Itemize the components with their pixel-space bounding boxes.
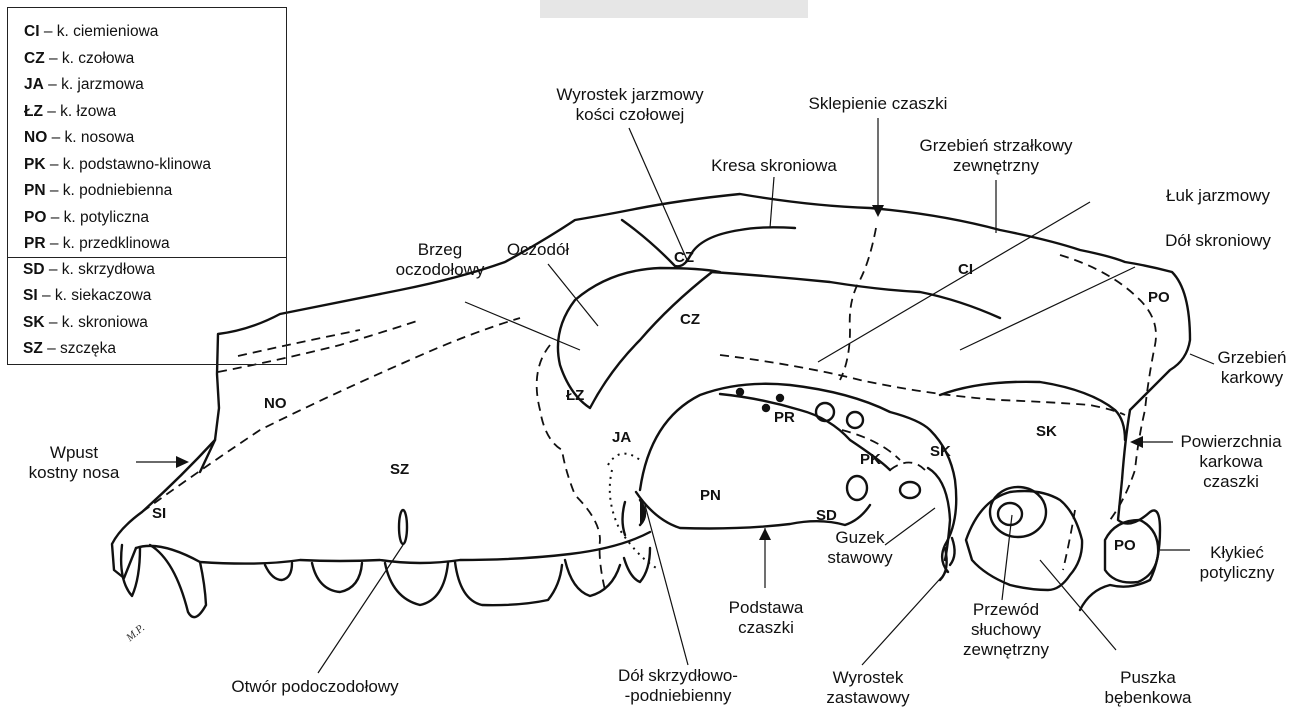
legend-item: PO – k. potyliczna	[24, 209, 149, 227]
premolar-3	[385, 563, 448, 605]
leader-dol-skroniowy	[960, 267, 1135, 350]
bone-si: SI	[152, 506, 166, 522]
skull-outline	[200, 194, 1190, 610]
canine-tooth	[150, 545, 206, 617]
bone-pn: PN	[700, 488, 721, 504]
label-kresa: Kresa skroniowa	[686, 156, 862, 176]
legend-item: CZ – k. czołowa	[24, 50, 134, 68]
legend-item: NO – k. nosowa	[24, 129, 134, 147]
molar-2	[624, 548, 650, 582]
label-dol-skroniowy: Dół skroniowy	[1148, 231, 1288, 251]
carnassial	[455, 562, 562, 605]
bone-lz: ŁZ	[566, 388, 584, 404]
bone-cz-main: CZ	[680, 312, 700, 328]
premolar-2	[312, 563, 362, 592]
bulla-outline	[966, 491, 1082, 590]
zygomatic-process	[622, 220, 795, 266]
legend-item: CI – k. ciemieniowa	[24, 23, 158, 41]
legend-item: PK – k. podstawno-klinowa	[24, 156, 211, 174]
label-dol-skrz: Dół skrzydłowo--podniebienny	[583, 666, 773, 706]
label-puszka: Puszkabębenkowa	[1092, 668, 1204, 708]
fossa-loop	[623, 502, 626, 535]
leader-wyrostek-jarzmowy	[629, 128, 688, 262]
premolar-1	[265, 563, 292, 580]
leader-przewod	[1002, 515, 1012, 600]
bone-po-bottom: PO	[1114, 538, 1136, 554]
label-luk: Łuk jarzmowy	[1148, 186, 1288, 206]
leader-wyrostek-zast	[862, 570, 948, 665]
legend-item: PN – k. podniebienna	[24, 182, 172, 200]
bone-pr: PR	[774, 410, 795, 426]
temporal-lower-suture	[1063, 510, 1075, 570]
label-otwor: Otwór podoczodołowy	[195, 677, 435, 697]
arrow-podstawa	[759, 528, 771, 540]
leader-kresa	[770, 177, 774, 228]
bone-pk: PK	[860, 452, 881, 468]
bone-po-top: PO	[1148, 290, 1170, 306]
legend-item: PR – k. przedklinowa	[24, 235, 170, 253]
bone-sk-right: SK	[1036, 424, 1057, 440]
label-oczodol: Oczodół	[478, 240, 598, 260]
bone-no: NO	[264, 396, 287, 412]
arrow-sklepienie	[872, 205, 884, 217]
acoustic-meatus	[998, 503, 1022, 525]
occipital-suture	[1060, 255, 1156, 520]
bone-cz-small: CZ	[674, 250, 694, 266]
arrow-wpust	[176, 456, 189, 468]
articular-tubercle	[928, 468, 950, 560]
bone-ja: JA	[612, 430, 631, 446]
legend-box-lower	[7, 258, 287, 365]
bone-sz: SZ	[390, 462, 409, 478]
infraorbital-foramen	[399, 510, 407, 544]
bone-sk-left: SK	[930, 444, 951, 460]
artist-signature: M.P.	[123, 622, 147, 645]
legend-item: ŁZ – k. łzowa	[24, 103, 116, 121]
molar	[565, 560, 620, 596]
arrow-powierzchnia	[1130, 436, 1143, 448]
legend-item: JA – k. jarzmowa	[24, 76, 144, 94]
leader-oczodol	[548, 264, 598, 326]
parietal-frontal-suture	[840, 228, 876, 380]
label-sklepienie: Sklepienie czaszki	[783, 94, 973, 114]
zygomatic-arch-lower	[940, 382, 1125, 440]
leader-luk	[818, 202, 1090, 362]
bone-sd: SD	[816, 508, 837, 524]
incisor	[121, 545, 140, 596]
legend: CI – k. ciemieniowa CZ – k. czołowa JA –…	[7, 7, 287, 258]
bone-ci: CI	[958, 262, 973, 278]
zygomatic-arch-top	[712, 272, 1000, 318]
upper-jaw-line	[136, 532, 650, 564]
leader-brzeg	[465, 302, 580, 350]
leader-otwor	[318, 545, 403, 673]
